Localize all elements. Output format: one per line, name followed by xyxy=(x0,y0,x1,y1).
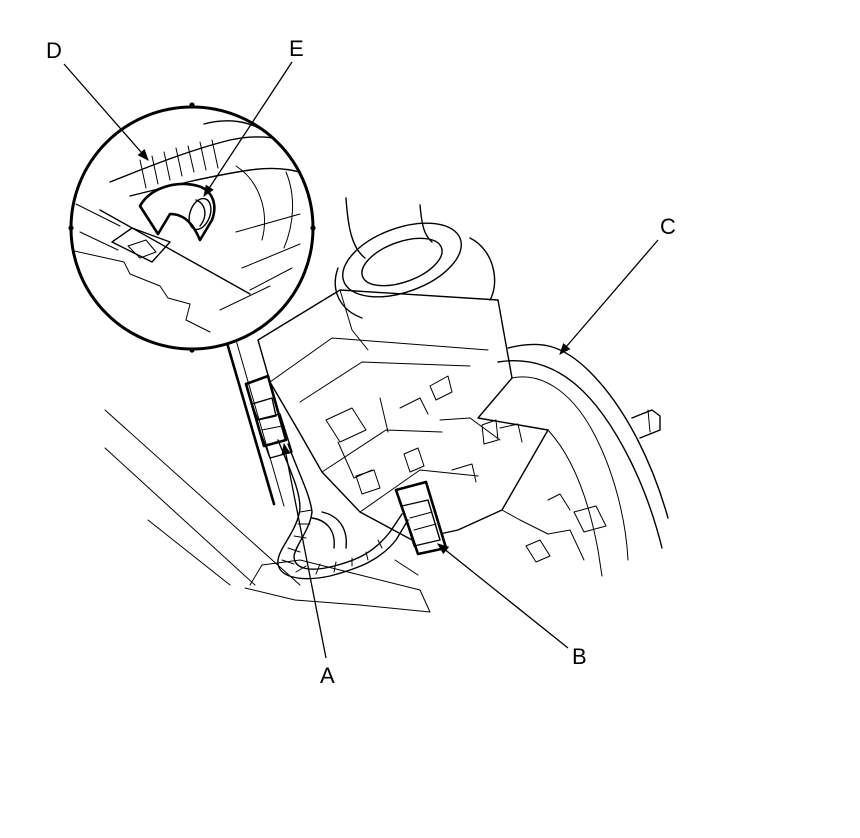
leader-a xyxy=(281,442,327,659)
callout-c: C xyxy=(660,214,676,239)
detail-view xyxy=(68,102,316,353)
steering-shaft xyxy=(334,197,496,319)
cable-reel xyxy=(497,343,669,577)
combination-switch-body xyxy=(257,289,549,541)
leader-d xyxy=(63,63,149,161)
connector-a xyxy=(244,374,293,459)
callout-b: B xyxy=(572,644,587,669)
leader-b xyxy=(437,543,569,649)
callout-labels: D E C B A xyxy=(46,36,676,688)
callout-leaders xyxy=(63,61,659,659)
leader-c xyxy=(559,239,659,355)
callout-a: A xyxy=(320,663,335,688)
callout-e: E xyxy=(289,36,304,61)
wire-harness xyxy=(277,439,409,580)
leader-e xyxy=(203,61,293,197)
connector-b xyxy=(394,480,448,556)
detail-pointer xyxy=(223,334,285,507)
column-background-lines xyxy=(104,409,431,613)
callout-d: D xyxy=(46,38,62,63)
